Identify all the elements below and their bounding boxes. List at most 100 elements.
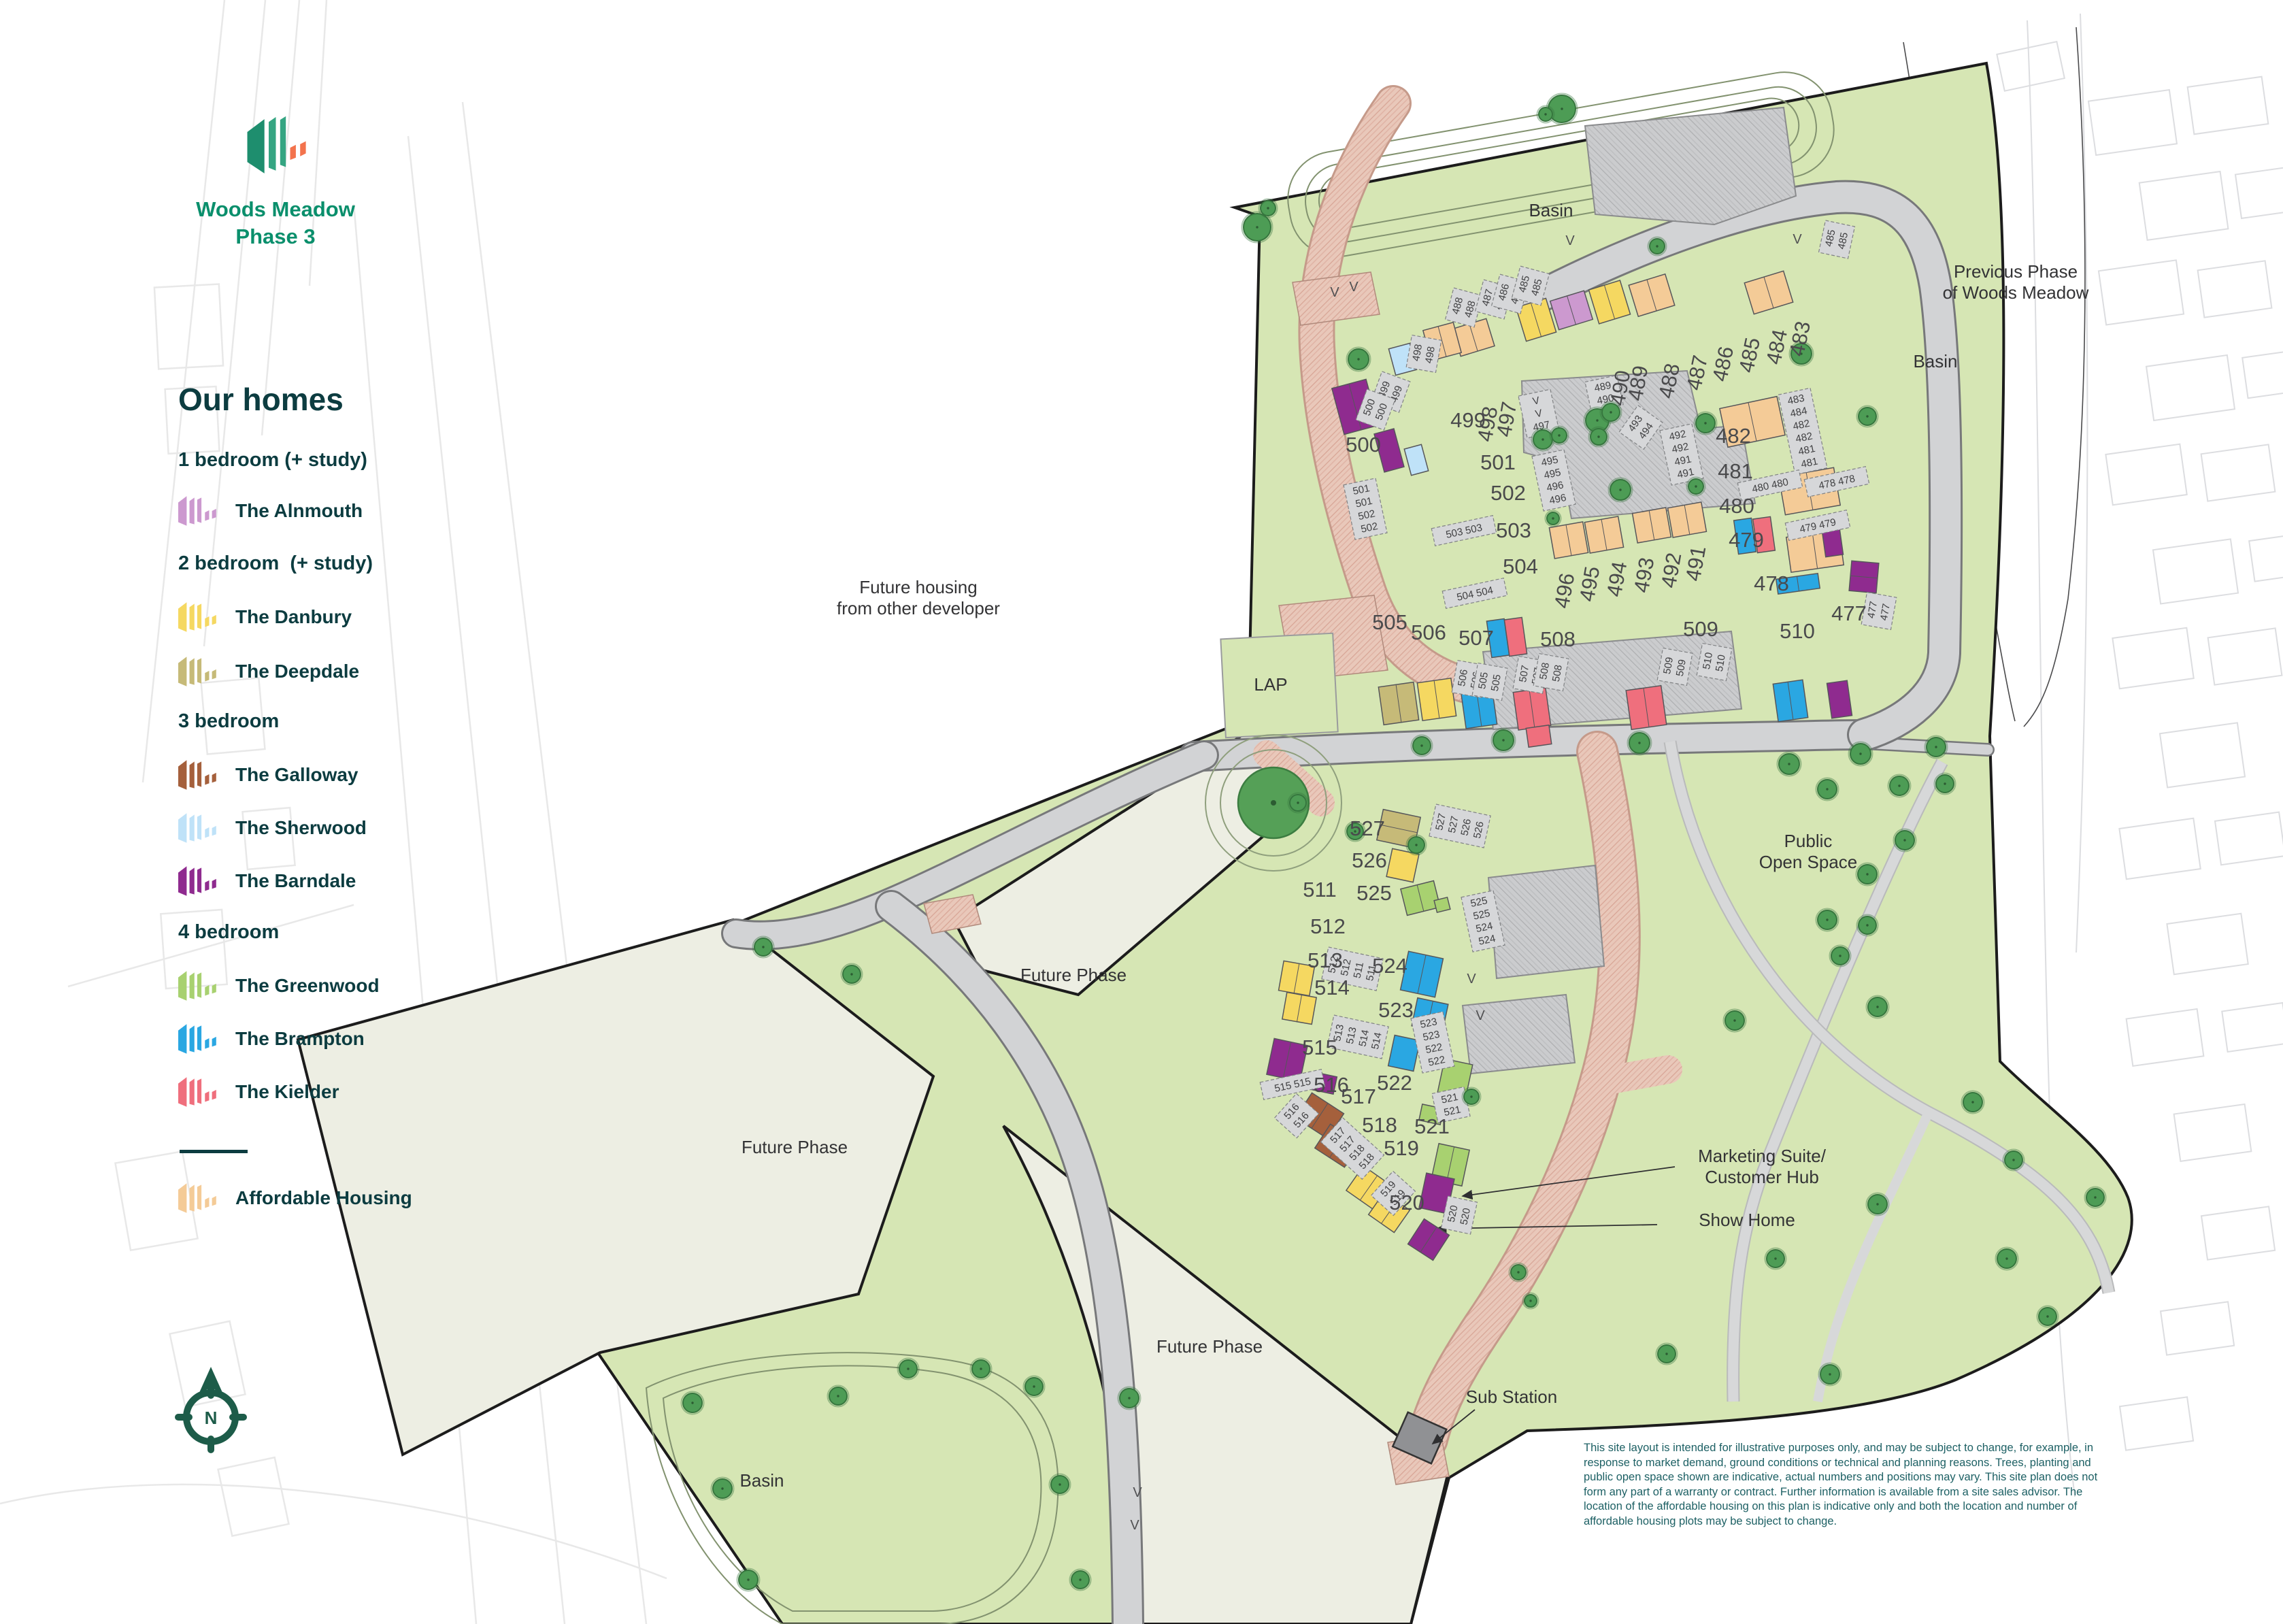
- svg-text:526: 526: [1471, 821, 1486, 840]
- map-label: Basin: [739, 1470, 784, 1491]
- house-type-icon: [178, 1024, 216, 1054]
- svg-text:521: 521: [1443, 1104, 1462, 1118]
- map-label: Marketing Suite/: [1698, 1146, 1827, 1166]
- house-kie: [1503, 616, 1528, 657]
- map-label: Sub Station: [1466, 1387, 1557, 1407]
- svg-text:V: V: [1130, 1518, 1139, 1533]
- parking-label: 479 479: [1784, 510, 1851, 541]
- plot-number-505: 505: [1372, 610, 1407, 634]
- house-aff: [1628, 273, 1676, 318]
- house-kie: [1512, 687, 1552, 731]
- house-dee: [1376, 808, 1422, 849]
- svg-text:525: 525: [1469, 895, 1488, 910]
- legend-item-the-barndale: The Barndale: [178, 864, 356, 898]
- plot-number-500: 500: [1346, 433, 1381, 457]
- map-label: Future Phase: [741, 1137, 848, 1157]
- site-title: Woods Meadow Phase 3: [196, 197, 355, 248]
- house-aff: [1667, 501, 1707, 538]
- svg-text:524: 524: [1475, 920, 1494, 935]
- plot-number-526: 526: [1352, 848, 1387, 872]
- svg-text:V: V: [1534, 408, 1543, 420]
- svg-text:495: 495: [1540, 454, 1559, 469]
- svg-text:521: 521: [1440, 1091, 1459, 1106]
- plot-number-516: 516: [1314, 1073, 1349, 1097]
- house-bar: [1821, 528, 1844, 558]
- plot-number-527: 527: [1350, 816, 1385, 840]
- svg-text:510: 510: [1714, 654, 1728, 673]
- lap-play-area: [1205, 632, 1342, 872]
- svg-text:501: 501: [1354, 495, 1373, 510]
- house-type-icon: [178, 496, 216, 526]
- svg-text:502: 502: [1357, 508, 1376, 523]
- map-label: Basin: [1913, 351, 1957, 371]
- legend-divider: [180, 1150, 248, 1153]
- svg-text:508: 508: [1550, 664, 1565, 683]
- legend-item-the-danbury: The Danbury: [178, 600, 352, 634]
- svg-text:477: 477: [1865, 601, 1880, 620]
- legend-item-affordable-housing: Affordable Housing: [178, 1181, 412, 1215]
- map-label: of Woods Meadow: [1943, 282, 2089, 303]
- svg-text:481: 481: [1797, 443, 1816, 458]
- svg-text:477: 477: [1878, 603, 1893, 622]
- map-label: LAP: [1254, 674, 1287, 695]
- parking-label: 478 478: [1803, 466, 1870, 497]
- background-survey-lines: [0, 0, 667, 1624]
- house-bra: [1733, 517, 1757, 555]
- svg-text:492: 492: [1671, 441, 1690, 456]
- sub-station: [1391, 1411, 1448, 1465]
- house-she: [1403, 444, 1429, 476]
- plot-number-502: 502: [1490, 481, 1526, 505]
- svg-text:508: 508: [1537, 662, 1552, 681]
- house-dan: [1281, 991, 1318, 1025]
- plot-number-507: 507: [1459, 626, 1494, 650]
- house-type-icon: [178, 602, 216, 632]
- svg-text:512: 512: [1339, 958, 1354, 977]
- plot-number-511: 511: [1303, 878, 1336, 901]
- svg-text:484: 484: [1789, 405, 1808, 420]
- svg-text:514: 514: [1356, 1029, 1371, 1048]
- south-basin-contours: [645, 1352, 1059, 1624]
- house-aff: [1631, 507, 1672, 544]
- plot-number-503: 503: [1496, 518, 1531, 542]
- svg-text:501: 501: [1352, 482, 1371, 497]
- plot-number-504: 504: [1503, 554, 1538, 578]
- map-label: Future Phase: [1020, 965, 1127, 985]
- plot-number-510: 510: [1780, 619, 1815, 643]
- map-label: Show Home: [1699, 1210, 1795, 1230]
- house-aff: [1719, 395, 1786, 448]
- map-label: Customer Hub: [1705, 1167, 1819, 1187]
- svg-text:513: 513: [1331, 1023, 1346, 1042]
- svg-text:514: 514: [1369, 1031, 1384, 1050]
- legend-item-the-alnmouth: The Alnmouth: [178, 494, 363, 528]
- plot-number-509: 509: [1683, 617, 1718, 641]
- house-aff: [1744, 270, 1794, 315]
- house-dan: [1588, 280, 1631, 325]
- svg-text:487: 487: [1480, 288, 1495, 308]
- svg-text:485: 485: [1823, 229, 1838, 248]
- map-label: Basin: [1529, 200, 1573, 220]
- svg-text:V: V: [1565, 233, 1575, 248]
- map-label: Public: [1784, 831, 1833, 851]
- plot-number-517: 517: [1341, 1084, 1376, 1108]
- plot-number-514: 514: [1314, 976, 1350, 999]
- house-bar: [1848, 560, 1880, 594]
- svg-text:507: 507: [1517, 665, 1531, 684]
- svg-text:496: 496: [1548, 492, 1567, 507]
- north-compass-icon: N: [175, 1367, 247, 1453]
- svg-text:486: 486: [1496, 282, 1512, 302]
- svg-text:511: 511: [1351, 961, 1366, 980]
- disclaimer-text: This site layout is intended for illustr…: [1584, 1442, 2098, 1527]
- house-aff: [1548, 521, 1589, 559]
- svg-text:512: 512: [1326, 955, 1341, 974]
- plot-number-513: 513: [1307, 948, 1343, 972]
